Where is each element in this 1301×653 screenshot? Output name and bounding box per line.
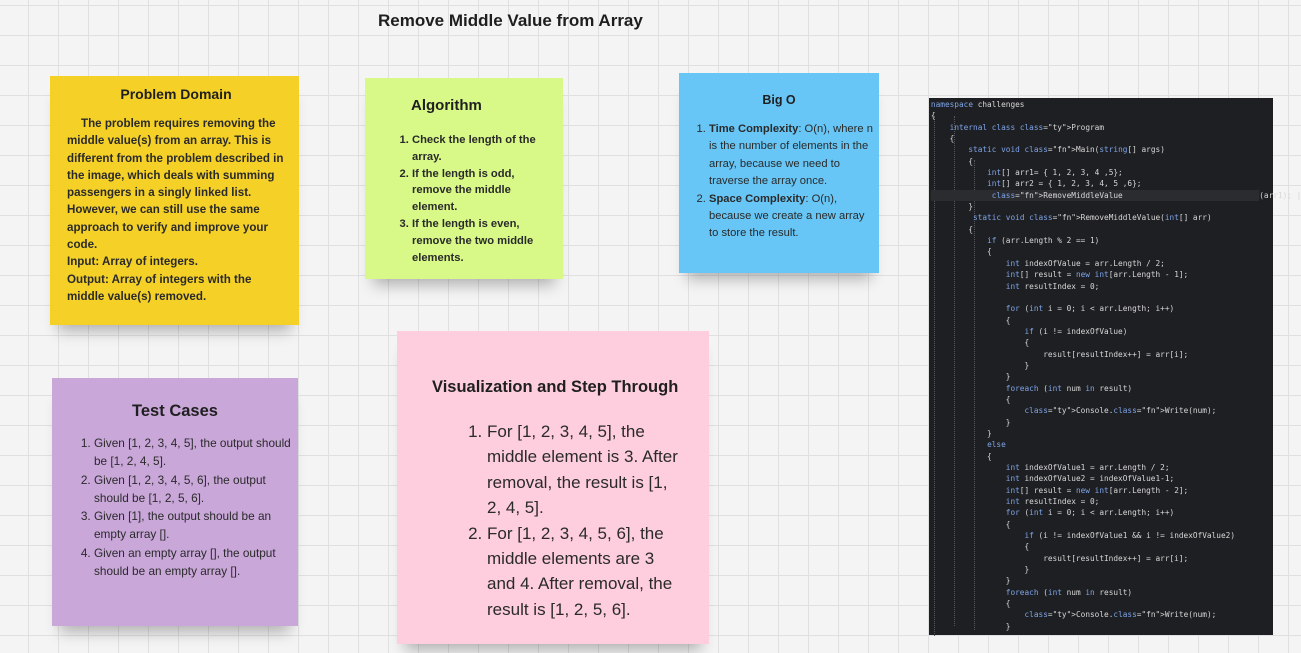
visualization-list: For [1, 2, 3, 4, 5], the middle element … xyxy=(405,419,701,622)
problem-domain-output: Output: Array of integers with the middl… xyxy=(67,272,252,303)
code-block: namespace challenges { internal class cl… xyxy=(930,99,1301,631)
big-o-list: Time Complexity: O(n), where n is the nu… xyxy=(685,121,873,243)
sticky-note-test-cases[interactable]: Test Cases Given [1, 2, 3, 4, 5], the ou… xyxy=(52,378,298,626)
visualization-item: For [1, 2, 3, 4, 5, 6], the middle eleme… xyxy=(487,521,683,623)
big-o-item-text: : O(n), because we create a new array to… xyxy=(709,192,865,240)
sticky-note-big-o[interactable]: Big O Time Complexity: O(n), where n is … xyxy=(679,73,879,273)
test-cases-title: Test Cases xyxy=(132,402,218,420)
big-o-title: Big O xyxy=(762,93,796,107)
algorithm-step: If the length is odd, remove the middle … xyxy=(412,166,555,216)
big-o-item: Space Complexity: O(n), because we creat… xyxy=(709,191,873,243)
problem-domain-title: Problem Domain xyxy=(120,86,232,102)
sticky-note-problem-domain[interactable]: Problem Domain The problem requires remo… xyxy=(50,76,299,325)
visualization-title: Visualization and Step Through xyxy=(432,378,679,396)
test-case-item: Given [1, 2, 3, 4, 5], the output should… xyxy=(94,434,292,471)
indent-guide xyxy=(934,116,935,636)
sticky-note-visualization[interactable]: Visualization and Step Through For [1, 2… xyxy=(397,331,709,644)
board-title: Remove Middle Value from Array xyxy=(378,11,643,30)
indent-guide xyxy=(974,160,975,630)
sticky-note-algorithm[interactable]: Algorithm Check the length of the array.… xyxy=(365,78,563,279)
algorithm-step: Check the length of the array. xyxy=(412,132,555,166)
test-case-item: Given [1], the output should be an empty… xyxy=(94,507,292,544)
problem-domain-body: The problem requires removing the middle… xyxy=(67,115,285,305)
algorithm-title: Algorithm xyxy=(411,97,482,114)
indent-guide xyxy=(954,116,955,626)
visualization-item: For [1, 2, 3, 4, 5], the middle element … xyxy=(487,419,683,521)
code-screenshot[interactable]: namespace challenges { internal class cl… xyxy=(929,98,1301,636)
algorithm-steps: Check the length of the array. If the le… xyxy=(371,132,555,266)
big-o-item: Time Complexity: O(n), where n is the nu… xyxy=(709,121,873,191)
algorithm-step: If the length is even, remove the two mi… xyxy=(412,216,555,266)
test-cases-list: Given [1, 2, 3, 4, 5], the output should… xyxy=(58,434,292,580)
test-case-item: Given an empty array [], the output shou… xyxy=(94,544,292,581)
problem-domain-paragraph: The problem requires removing the middle… xyxy=(67,117,284,252)
big-o-item-label: Space Complexity xyxy=(709,192,806,205)
test-case-item: Given [1, 2, 3, 4, 5, 6], the output sho… xyxy=(94,471,292,508)
big-o-item-text: : O(n), where n is the number of element… xyxy=(709,123,873,188)
problem-domain-input: Input: Array of integers. xyxy=(67,255,198,269)
big-o-item-label: Time Complexity xyxy=(709,123,799,135)
